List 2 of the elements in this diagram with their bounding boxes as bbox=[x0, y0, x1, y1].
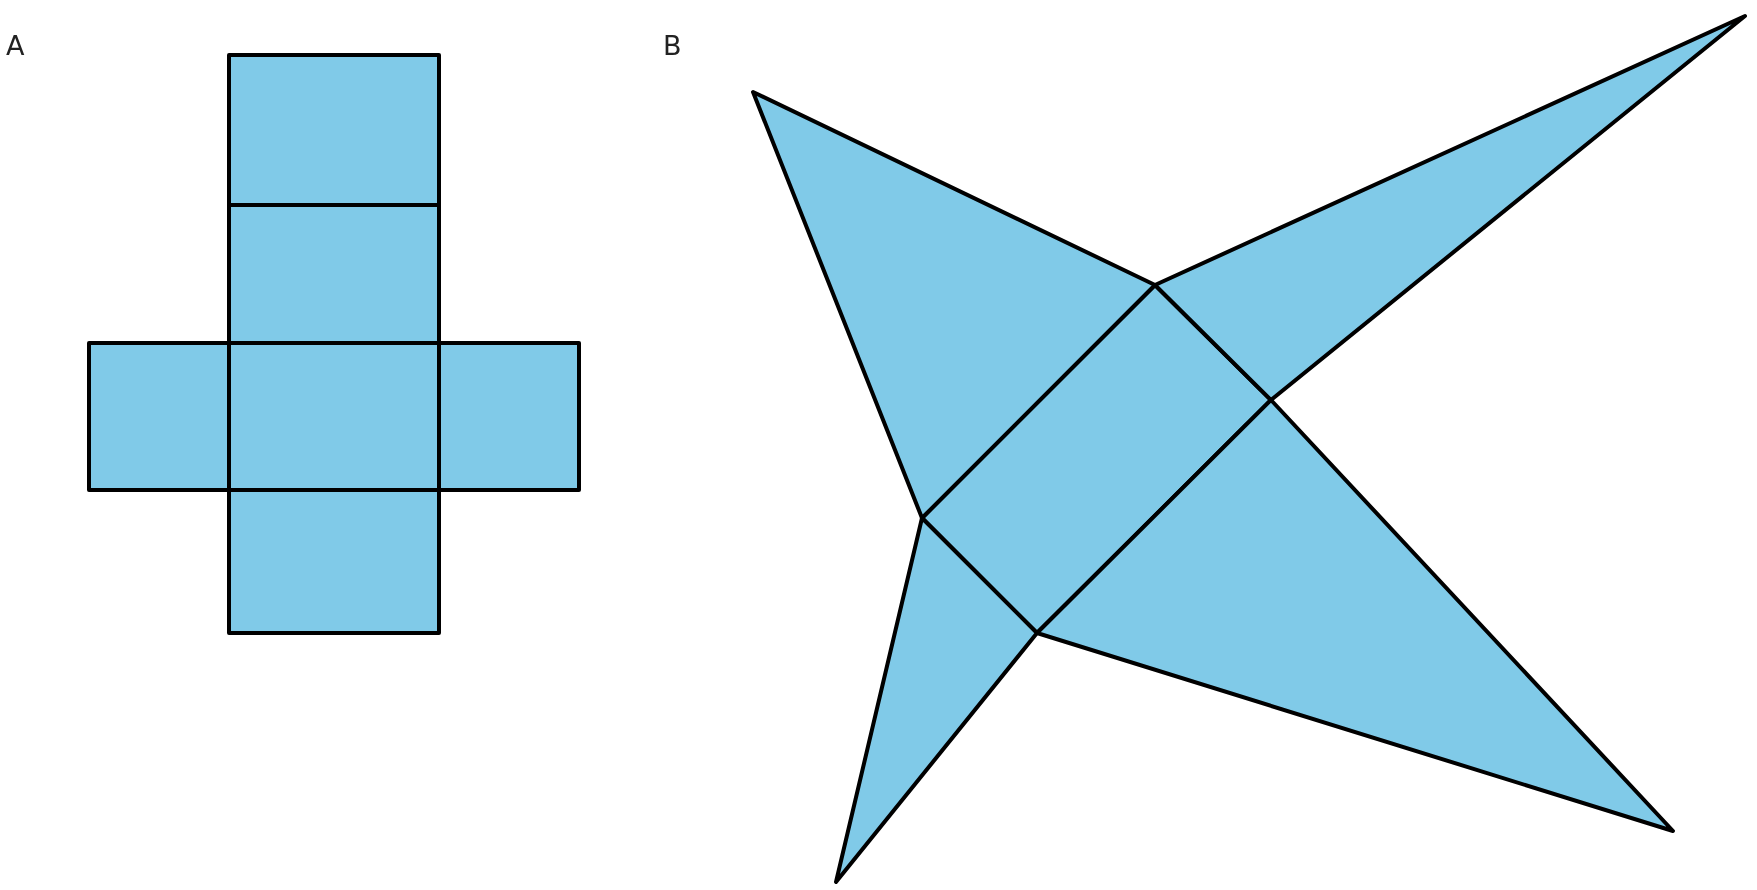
panel-label: B bbox=[663, 32, 682, 59]
panel-label: A bbox=[6, 32, 25, 59]
